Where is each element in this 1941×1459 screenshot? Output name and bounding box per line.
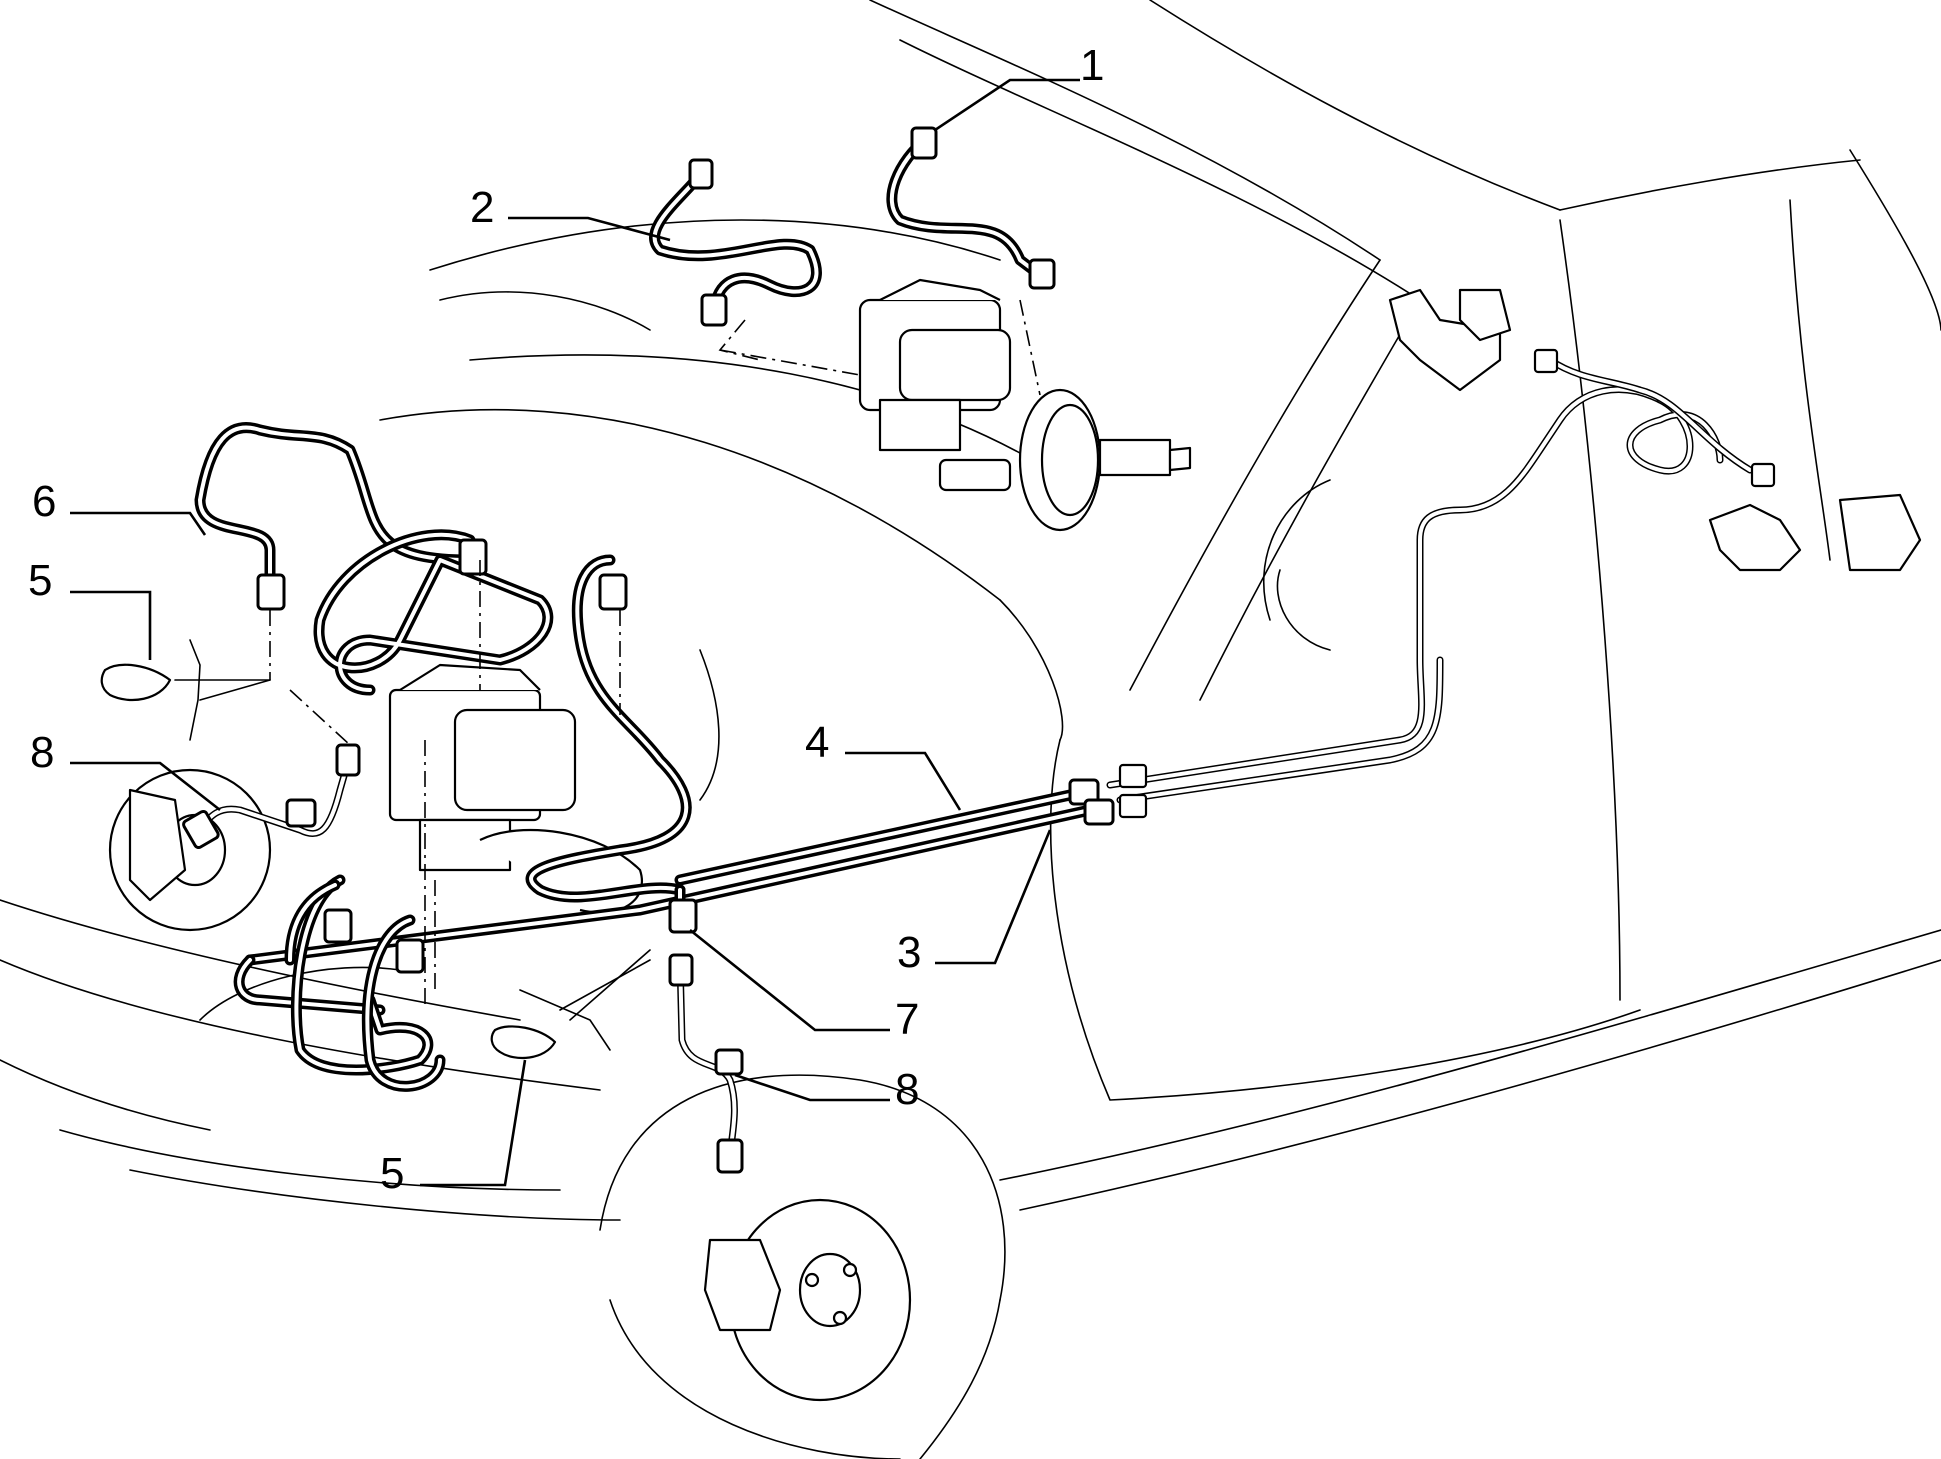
callout-8a: 8 [30,728,54,777]
leader-5a [70,590,152,660]
leader-8b [734,1073,890,1102]
leader-6 [70,511,207,536]
callout-7: 7 [895,995,919,1044]
leader-5b [420,1059,527,1187]
callout-2: 2 [470,183,494,232]
leader-3 [935,829,1052,965]
leader-7 [689,928,890,1032]
leader-lines [70,78,1080,1187]
clip-brackets [174,299,1041,1051]
rear-brake-lines [1106,288,1922,819]
callout-8b: 8 [895,1065,919,1114]
callout-5b: 5 [380,1149,404,1198]
leader-4 [845,751,962,811]
callout-4: 4 [805,718,829,767]
brake-booster-master-cylinder [858,278,1192,532]
callout-6: 6 [32,477,56,526]
callout-5a: 5 [28,556,52,605]
callout-3: 3 [897,928,921,977]
callout-numbers: 1 2 3 4 5 5 6 7 8 8 [28,41,1104,1198]
leader-8a [70,761,221,812]
callout-1: 1 [1080,41,1104,90]
front-brake-disc-left [108,768,272,932]
front-brake-disc-lower [703,1198,912,1402]
pipe-fittings [182,126,1115,1174]
pipe-clips [100,663,557,1059]
leader-1 [934,78,1080,132]
leader-2 [508,216,671,242]
